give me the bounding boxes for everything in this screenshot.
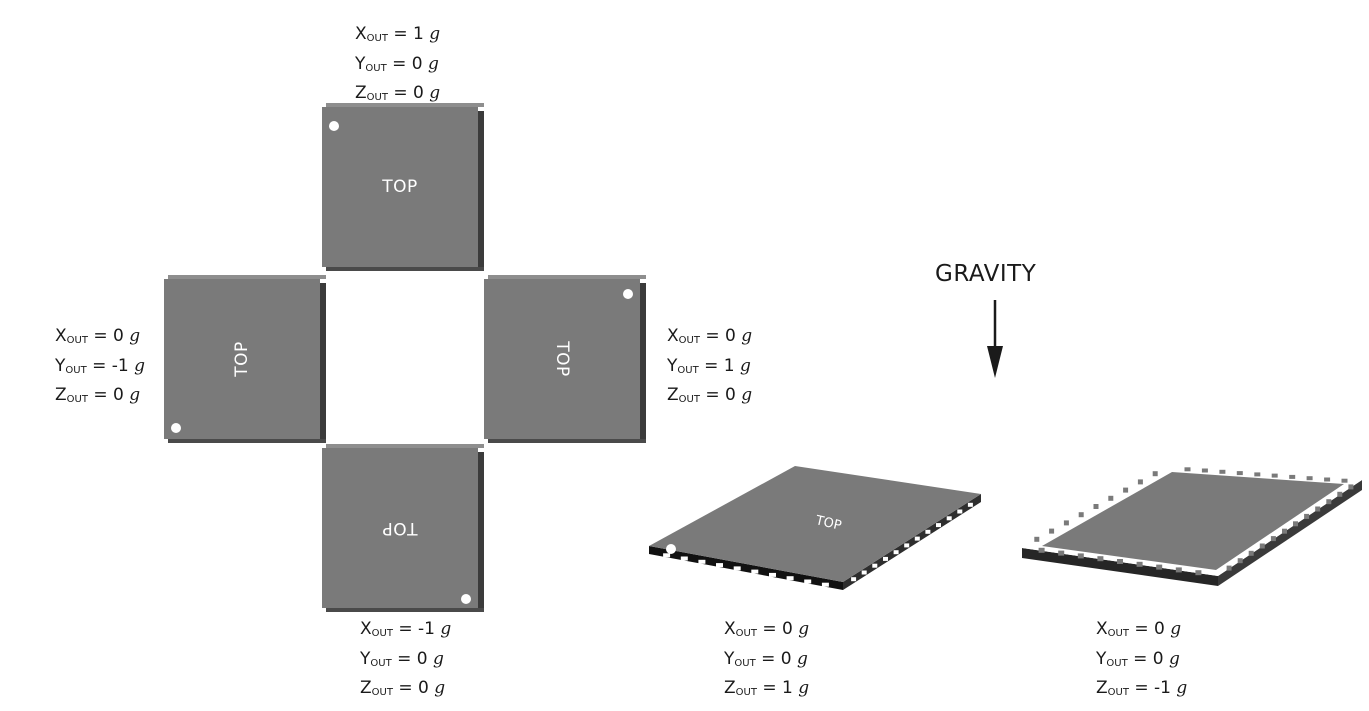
chip-pad (804, 579, 812, 584)
chip-pad (925, 529, 931, 534)
chip-pad (1270, 536, 1276, 542)
chip-face: TOP (164, 279, 320, 439)
chip-pad (786, 576, 794, 581)
chip-pad (861, 570, 867, 575)
chip-pad (1137, 479, 1143, 485)
chip-pad (1108, 495, 1114, 501)
readout-face-up: XOUT = 0 g YOUT = 0 g ZOUT = 1 g (724, 619, 810, 698)
chip-pad (1156, 564, 1163, 570)
pin1-dot (666, 544, 676, 554)
chip-left-label: TOP (232, 341, 252, 377)
chip-pad (663, 553, 671, 558)
gravity-arrow-icon (987, 300, 1003, 378)
chip-pad (1254, 472, 1261, 477)
chip-pad (1201, 468, 1208, 473)
readout-top: XOUT = 1 g YOUT = 0 g ZOUT = 0 g (355, 24, 441, 103)
chip-pad (1049, 528, 1055, 534)
chip-pads-bottom (1034, 467, 1354, 576)
chip-right-label: TOP (552, 341, 572, 377)
chip-pad (1324, 477, 1331, 482)
chip-pad (1236, 471, 1243, 476)
chip-pad (946, 516, 952, 521)
chip-pad (1306, 476, 1313, 481)
chip-pads-left (663, 553, 829, 587)
chip-pad (1282, 528, 1287, 534)
readout-face-down: XOUT = 0 g YOUT = 0 g ZOUT = -1 g (1096, 619, 1188, 698)
chip-face: TOP (322, 107, 478, 267)
chip-pad (936, 523, 941, 528)
chip-pad (1293, 521, 1298, 527)
chip-pad (1078, 512, 1084, 518)
chip-pad (883, 556, 888, 561)
readout-bottom: XOUT = -1 g YOUT = 0 g ZOUT = 0 g (360, 619, 452, 698)
pin1-dot (461, 594, 471, 604)
chip-pad (1219, 469, 1226, 474)
chip-face-down (1022, 466, 1362, 586)
chip-pad (967, 502, 973, 507)
chip-pad (1326, 499, 1332, 505)
chip-pad (769, 572, 776, 577)
chip-pad (1093, 504, 1099, 509)
chip-pad (893, 550, 899, 555)
chip-pad (1289, 474, 1296, 479)
chip-pad (1248, 550, 1254, 556)
chip-pad (1184, 467, 1191, 472)
chip-pad (872, 563, 878, 568)
chip-pad (1271, 473, 1278, 478)
chip-face: TOP (484, 279, 640, 439)
chip-pad (733, 566, 741, 571)
chip-pad (716, 563, 723, 568)
pin1-dot (171, 423, 181, 433)
chip-top-label: TOP (382, 177, 418, 197)
chip-face: TOP (322, 448, 478, 608)
chip-pad (957, 509, 963, 514)
chip-pad (1077, 553, 1084, 559)
chip-pad (1097, 556, 1104, 562)
chip-pad (1348, 484, 1354, 490)
chip-pad (1038, 547, 1045, 553)
chip-face-up: TOP (649, 466, 981, 590)
chip-pad (680, 556, 688, 561)
chip-pad (1315, 506, 1321, 512)
chip-pad (1259, 543, 1265, 549)
chip-pad (1152, 471, 1158, 477)
chip-pad (1063, 520, 1069, 526)
chip-pad (698, 559, 706, 564)
chip-pad (1337, 491, 1343, 497)
chip-pad (1226, 565, 1232, 571)
chip-pad (1034, 536, 1040, 542)
chip-pad (1117, 559, 1123, 564)
chip-pad (1123, 487, 1129, 493)
chip-pad (1058, 550, 1065, 556)
chip-faceup-label: TOP (813, 513, 843, 534)
chip-pad (1175, 567, 1182, 573)
chip-bottom-label: TOP (382, 518, 418, 538)
readout-right: XOUT = 0 g YOUT = 1 g ZOUT = 0 g (667, 326, 753, 405)
chip-pad (821, 582, 829, 587)
chip-pad (904, 543, 910, 548)
chip-pad (914, 536, 920, 541)
chip-pad (1237, 558, 1243, 564)
chip-pad (1136, 561, 1143, 567)
chip-pad (1304, 513, 1310, 519)
pin1-dot (623, 289, 633, 299)
chip-pad (751, 569, 759, 574)
pin1-dot (329, 121, 339, 131)
chip-pad (851, 577, 857, 582)
chip-pad (1195, 570, 1202, 576)
chip-pads-right (851, 502, 973, 582)
gravity-label: GRAVITY (935, 261, 1037, 287)
chip-pad (1341, 478, 1348, 483)
readout-left: XOUT = 0 g YOUT = -1 g ZOUT = 0 g (55, 326, 146, 405)
